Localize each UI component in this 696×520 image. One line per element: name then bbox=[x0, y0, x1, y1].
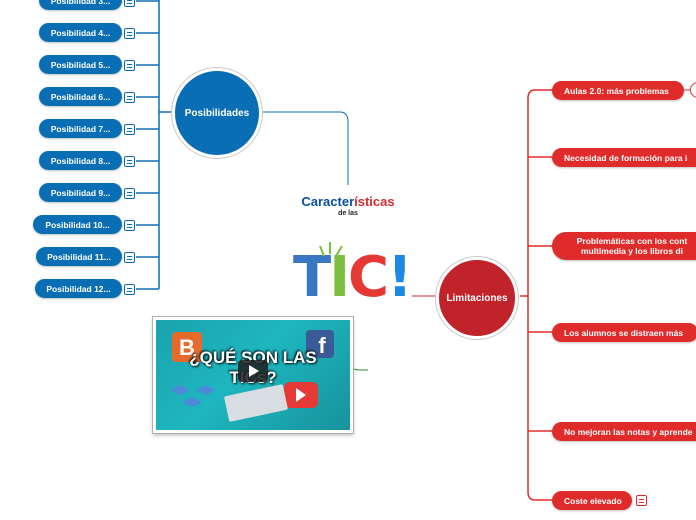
posibilidad-7-node[interactable]: Posibilidad 7... bbox=[39, 119, 122, 138]
logo-spark-lines bbox=[319, 242, 343, 257]
note-icon[interactable] bbox=[636, 495, 647, 506]
logo-letter-i: I bbox=[329, 245, 350, 310]
svg-text:f: f bbox=[318, 333, 326, 358]
formacion-node[interactable]: Necesidad de formación para i bbox=[552, 148, 696, 167]
note-icon[interactable] bbox=[124, 60, 135, 71]
note-icon[interactable] bbox=[124, 252, 135, 263]
posibilidad-8-node[interactable]: Posibilidad 8... bbox=[39, 151, 122, 170]
posibilidad-9-node[interactable]: Posibilidad 9... bbox=[39, 183, 122, 202]
distraen-node[interactable]: Los alumnos se distraen más bbox=[552, 323, 696, 342]
note-icon[interactable] bbox=[124, 28, 135, 39]
note-icon[interactable] bbox=[124, 0, 135, 7]
central-subtitle: de las bbox=[338, 210, 358, 217]
notas-node[interactable]: No mejoran las notas y aprende bbox=[552, 422, 696, 441]
posibilidad-4-node[interactable]: Posibilidad 4... bbox=[39, 23, 122, 42]
aulas-node[interactable]: Aulas 2.0: más problemas bbox=[552, 81, 684, 100]
video-thumbnail[interactable]: B f ¿QUÉ SON LAS TICs? bbox=[153, 317, 353, 433]
video-title-line-1: ¿QUÉ SON LAS bbox=[189, 348, 317, 367]
video-illustration: B f bbox=[170, 330, 334, 422]
note-icon[interactable] bbox=[124, 188, 135, 199]
note-icon[interactable] bbox=[124, 220, 135, 231]
play-icon[interactable] bbox=[238, 360, 268, 382]
problematicas-node[interactable]: Problemáticas con los cont multimedia y … bbox=[552, 232, 696, 260]
title-part-2: ísticas bbox=[354, 194, 395, 209]
limitaciones-topic[interactable]: Limitaciones bbox=[436, 257, 518, 339]
posibilidad-3-node[interactable]: Posibilidad 3... bbox=[39, 0, 122, 10]
posibilidades-topic[interactable]: Posibilidades bbox=[172, 68, 262, 158]
posibilidad-10-node[interactable]: Posibilidad 10... bbox=[33, 215, 122, 234]
tic-logo: TIC! bbox=[293, 250, 413, 306]
coste-node[interactable]: Coste elevado bbox=[552, 491, 632, 510]
title-part-1: Caracter bbox=[301, 194, 355, 209]
logo-letter-c: C bbox=[348, 245, 389, 310]
note-icon[interactable] bbox=[124, 284, 135, 295]
svg-text:B: B bbox=[179, 335, 195, 360]
posibilidad-12-node[interactable]: Posibilidad 12... bbox=[35, 279, 122, 298]
posibilidad-11-node[interactable]: Posibilidad 11... bbox=[36, 247, 122, 266]
logo-bang: ! bbox=[387, 245, 413, 310]
central-title[interactable]: Características bbox=[288, 194, 408, 209]
note-icon[interactable] bbox=[124, 156, 135, 167]
posibilidad-5-node[interactable]: Posibilidad 5... bbox=[39, 55, 122, 74]
note-icon[interactable] bbox=[124, 124, 135, 135]
posibilidad-6-node[interactable]: Posibilidad 6... bbox=[39, 87, 122, 106]
logo-letter-t: T bbox=[293, 245, 331, 310]
note-icon[interactable] bbox=[124, 92, 135, 103]
